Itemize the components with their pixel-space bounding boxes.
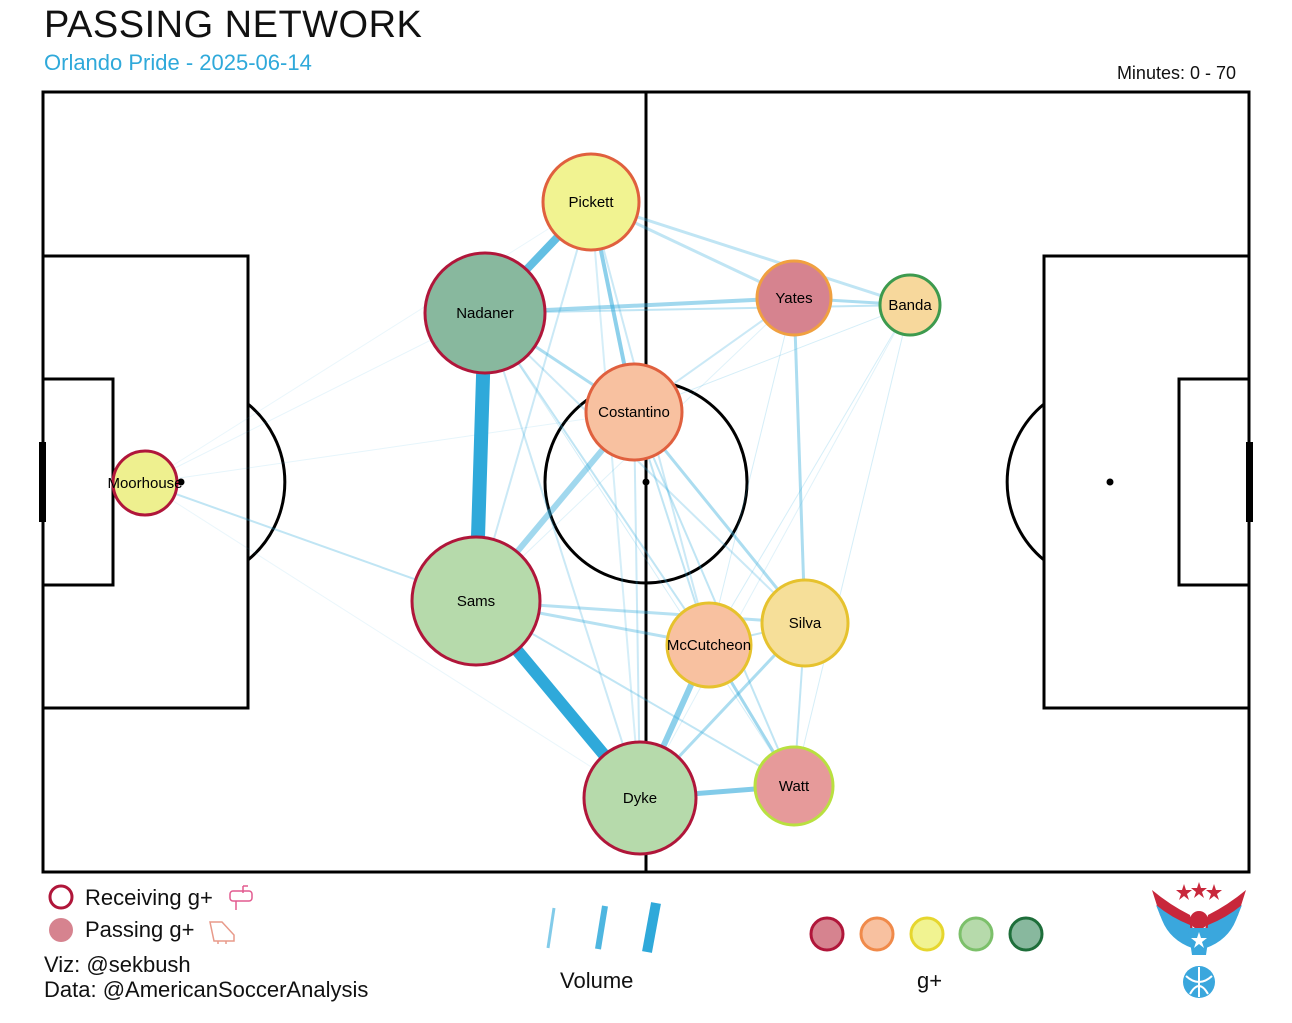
player-node-sams[interactable]: Sams: [410, 535, 542, 667]
right-penalty-spot: [1106, 478, 1114, 486]
player-label: Dyke: [623, 790, 657, 807]
player-ring: [423, 251, 547, 375]
player-node-silva[interactable]: Silva: [760, 578, 850, 668]
volume-legend-label: Volume: [560, 968, 634, 993]
gplus-swatch-2: [859, 916, 895, 952]
gplus-scale: [809, 916, 1044, 952]
page-title: PASSING NETWORK: [44, 4, 423, 46]
gplus-swatch-4: [958, 916, 994, 952]
minutes-range: Minutes: 0 - 70: [1116, 63, 1236, 83]
gplus-legend-label: g+: [917, 968, 943, 993]
player-label: Pickett: [568, 194, 614, 211]
player-label: Sams: [457, 593, 495, 610]
player-ring: [755, 259, 833, 337]
player-circle: [755, 747, 833, 825]
page-subtitle: Orlando Pride - 2025-06-14: [44, 50, 312, 75]
player-circle: [584, 742, 696, 854]
left-penalty-spot: [177, 478, 185, 486]
player-node-nadaner[interactable]: Nadaner: [423, 251, 547, 375]
player-ring: [541, 152, 641, 252]
gplus-swatch-3: [909, 916, 945, 952]
viz-credit: Viz: @sekbush: [44, 952, 191, 977]
player-circle: [667, 603, 751, 687]
left-goal: [39, 442, 46, 522]
player-circle: [586, 364, 682, 460]
player-ring: [584, 362, 684, 462]
player-label: Moorhouse: [107, 475, 182, 492]
soccer-cleat-icon: [209, 921, 235, 944]
volume-legend: [546, 902, 661, 953]
player-circle: [412, 537, 540, 665]
receiving-legend-ring: [48, 884, 74, 910]
player-node-costantino[interactable]: Costantino: [584, 362, 684, 462]
passing-legend-label: Passing g+: [85, 917, 195, 942]
player-ring: [582, 740, 698, 856]
center-spot: [642, 478, 650, 486]
player-node-watt[interactable]: Watt: [753, 745, 835, 827]
gplus-swatch-5: [1008, 916, 1044, 952]
player-ring: [111, 449, 179, 517]
player-node-mccutcheon[interactable]: McCutcheon: [665, 601, 753, 689]
gplus-swatch-1: [809, 916, 845, 952]
player-circle: [425, 253, 545, 373]
player-node-dyke[interactable]: Dyke: [582, 740, 698, 856]
american-soccer-analysis-logo: [1152, 882, 1246, 998]
player-label: Yates: [775, 290, 812, 307]
player-node-pickett[interactable]: Pickett: [541, 152, 641, 252]
player-label: Nadaner: [456, 305, 514, 322]
player-label: McCutcheon: [667, 637, 751, 654]
player-ring: [753, 745, 835, 827]
player-node-yates[interactable]: Yates: [755, 259, 833, 337]
passing-legend-dot: [49, 918, 73, 942]
player-ring: [665, 601, 753, 689]
player-label: Silva: [789, 615, 822, 632]
player-circle: [543, 154, 639, 250]
player-label: Banda: [888, 297, 932, 314]
player-circle: [880, 275, 940, 335]
receiving-legend-label: Receiving g+: [85, 885, 213, 910]
player-circle: [113, 451, 177, 515]
player-node-moorhouse[interactable]: Moorhouse: [107, 449, 183, 517]
player-label: Costantino: [598, 404, 670, 421]
player-node-banda[interactable]: Banda: [878, 273, 942, 337]
player-circle: [757, 261, 831, 335]
data-credit: Data: @AmericanSoccerAnalysis: [44, 977, 369, 1002]
mailbox-icon: [229, 885, 253, 910]
player-circle: [762, 580, 848, 666]
player-ring: [878, 273, 942, 337]
player-label: Watt: [779, 778, 810, 795]
right-goal: [1246, 442, 1253, 522]
player-ring: [760, 578, 850, 668]
player-ring: [410, 535, 542, 667]
